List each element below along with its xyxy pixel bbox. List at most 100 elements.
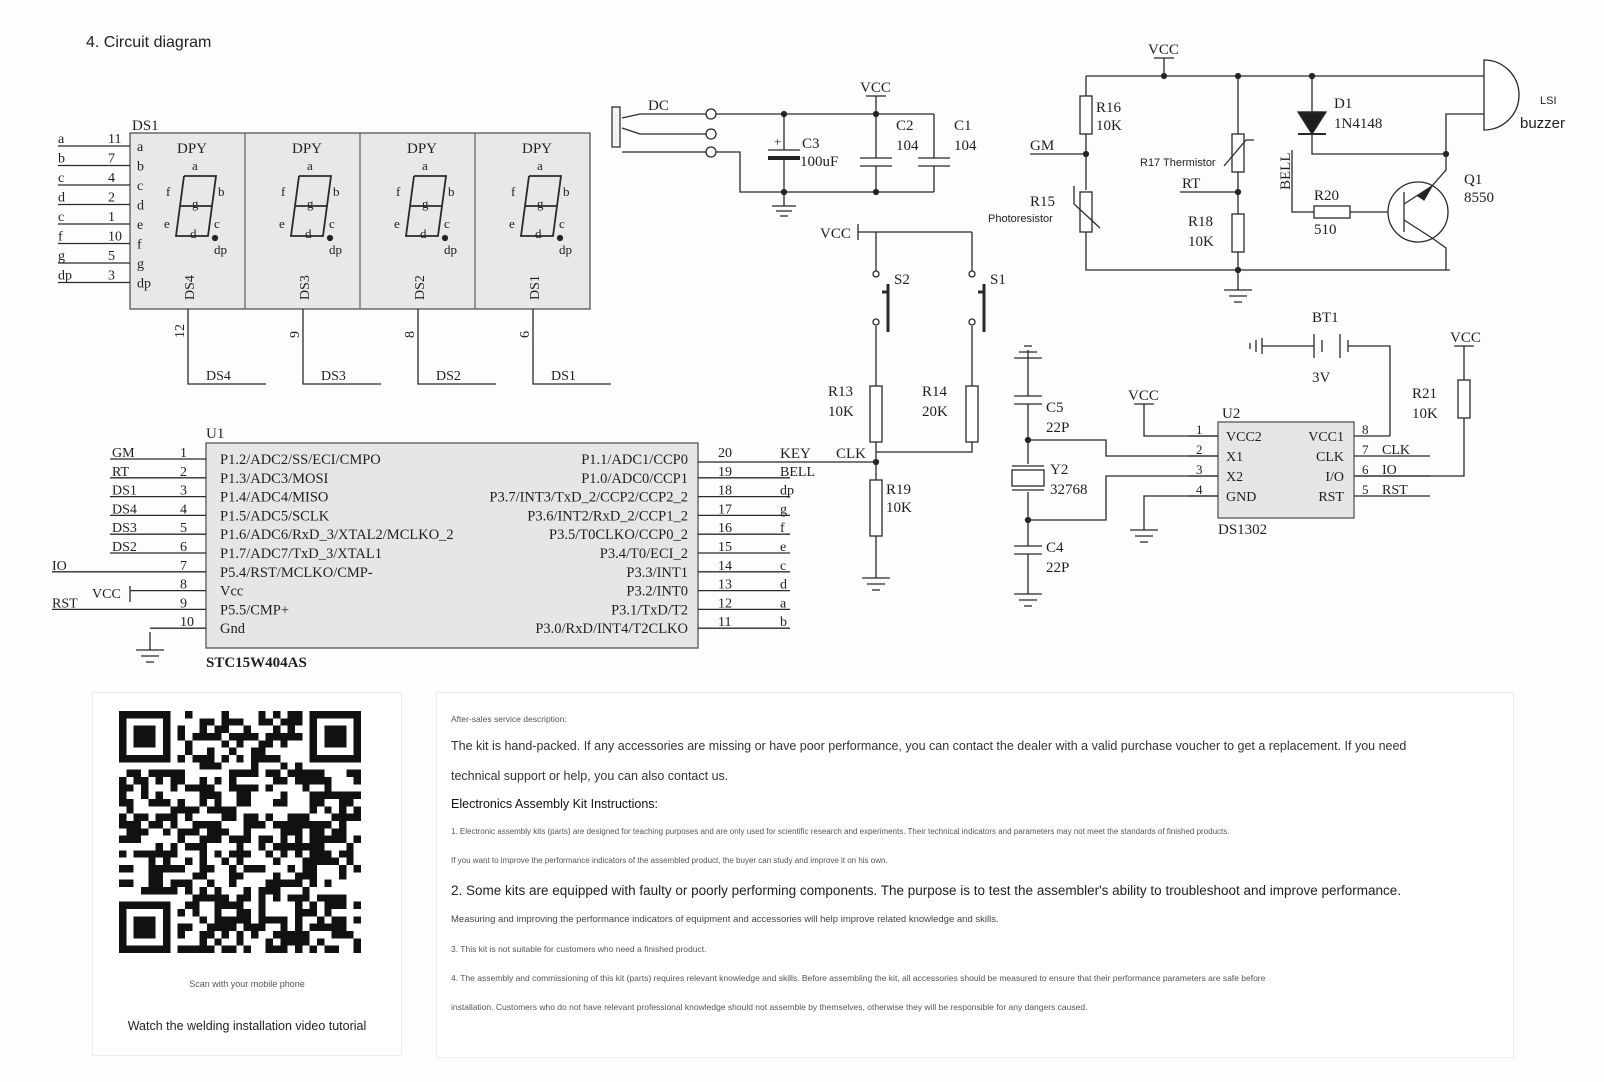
segment-net-label: d — [58, 191, 65, 206]
u1-pin-name: Gnd — [220, 621, 246, 637]
c5-value: 22P — [1046, 420, 1069, 436]
digit-seg-label: e — [509, 216, 515, 231]
segment-pin-number: 4 — [108, 171, 115, 186]
u1-ground-symbol — [136, 632, 164, 663]
d1-value: 1N4148 — [1334, 116, 1382, 132]
digit-seg-label: a — [537, 158, 543, 173]
decimal-point — [556, 234, 564, 242]
u1-pin-name: P3.7/INT3/TxD_2/CCP2/CCP2_2 — [489, 490, 688, 506]
segment-pin-number: 1 — [108, 210, 115, 225]
u1-net-label: DS1 — [112, 484, 137, 499]
qr-code[interactable] — [119, 711, 361, 953]
u1-pin-name: P1.7/ADC7/TxD_3/XTAL1 — [220, 546, 382, 562]
digit-common-wire — [532, 309, 611, 385]
u1-pin-name: P1.2/ADC2/SS/ECI/CMPO — [220, 452, 381, 468]
c4-label: C4 — [1046, 540, 1064, 556]
r13-label: R13 — [828, 384, 853, 400]
r15-body — [1079, 191, 1093, 233]
r16-body — [1079, 95, 1093, 135]
u1-net-label: IO — [52, 559, 67, 574]
u1-pin-name: P5.4/RST/MCLKO/CMP- — [220, 565, 373, 581]
u1-pin-number: 13 — [718, 578, 732, 593]
u1-pin-number: 2 — [180, 465, 187, 480]
u1-pin-name: P1.5/ADC5/SCLK — [220, 508, 330, 524]
digit-seg-label: dp — [444, 242, 457, 257]
digit-seg-label: c — [559, 216, 565, 231]
bt1-label: BT1 — [1312, 310, 1339, 326]
r16-value: 10K — [1096, 118, 1122, 134]
digit-seg-label: c — [329, 216, 335, 231]
segment-inner-label: a — [137, 140, 144, 155]
service-heading: After-sales service description: — [451, 714, 567, 724]
r19-label: R19 — [886, 482, 911, 498]
r20-label: R20 — [1314, 188, 1339, 204]
digit-pin-number: 12 — [173, 324, 188, 338]
r19-body — [869, 479, 883, 537]
q1-leads — [1403, 154, 1447, 270]
u2-label: U2 — [1222, 406, 1240, 422]
u2-part: DS1302 — [1218, 522, 1267, 538]
u2-pin-number: 8 — [1362, 422, 1369, 437]
switch-contact — [872, 318, 880, 326]
segment-inner-label: c — [137, 179, 143, 194]
vcc-top-label: VCC — [860, 80, 891, 96]
u1-part: STC15W404AS — [206, 655, 307, 671]
r17-label: R17 Thermistor — [1140, 157, 1216, 169]
bell-wire — [1291, 150, 1388, 213]
u1-pin-number: 4 — [180, 502, 187, 517]
c3-plus: + — [774, 134, 781, 149]
dpy-label: DPY — [522, 141, 552, 157]
c1-label: C1 — [954, 118, 972, 134]
junction-dot — [1234, 188, 1242, 196]
digit-seg-label: d — [190, 226, 197, 241]
u1-pin-name: P1.4/ADC4/MISO — [220, 490, 328, 506]
segment-inner-label: g — [137, 257, 144, 272]
c5-symbol — [1014, 395, 1218, 457]
r17-arrow — [1223, 139, 1254, 167]
digit-seg-label: g — [307, 196, 314, 211]
qr-watch-text: Watch the welding installation video tut… — [127, 1019, 367, 1033]
digit-seg-label: g — [192, 196, 199, 211]
u1-pin-number: 15 — [718, 540, 732, 555]
r16-r15-wire — [1085, 76, 1450, 271]
instruction-item: 2. Some kits are equipped with faulty or… — [451, 883, 1402, 898]
u1-pin-name: P3.5/T0CLKO/CCP0_2 — [549, 527, 688, 543]
dc-terminal — [705, 128, 717, 140]
buzzer-lead — [1445, 113, 1484, 154]
junction-dot — [1234, 72, 1242, 80]
service-panel: After-sales service description: The kit… — [436, 692, 1514, 1058]
segment-pin-number: 5 — [108, 249, 115, 264]
digit-net-label: DS3 — [321, 369, 346, 384]
digit-seg-label: a — [422, 158, 428, 173]
switch-leads — [875, 326, 973, 386]
dc-terminal — [705, 108, 717, 120]
u1-pin-name: P3.6/INT2/RxD_2/CCP1_2 — [527, 508, 688, 524]
d1-label: D1 — [1334, 96, 1352, 112]
u2-pin-number: 5 — [1362, 482, 1369, 497]
u1-pin-name: P5.5/CMP+ — [220, 602, 289, 618]
dc-label: DC — [648, 98, 669, 114]
y2-label: Y2 — [1050, 462, 1068, 478]
digit-seg-label: c — [214, 216, 220, 231]
u1-net-label: DS3 — [112, 521, 137, 536]
u1-pin-number: 16 — [718, 521, 732, 536]
u1-pin-number: 1 — [180, 446, 187, 461]
sensor-ground-symbol — [1224, 270, 1252, 303]
q1-symbol — [1387, 181, 1449, 243]
r18-value: 10K — [1188, 234, 1214, 250]
s1-label: S1 — [990, 272, 1006, 288]
c2-symbol — [860, 114, 892, 192]
digit-seg-label: a — [192, 158, 198, 173]
u2-ground-symbol — [1130, 495, 1218, 543]
u1-pin-name: P3.0/RxD/INT4/T2CLKO — [535, 621, 688, 637]
switch-contact — [872, 270, 880, 278]
u1-pin-number: 19 — [718, 465, 732, 480]
digit-seg-label: e — [394, 216, 400, 231]
digit-seg-label: b — [333, 184, 340, 199]
digit-seg-label: d — [535, 226, 542, 241]
segment-net-label: b — [58, 152, 65, 167]
r20-value: 510 — [1314, 222, 1337, 238]
r19-value: 10K — [886, 500, 912, 516]
